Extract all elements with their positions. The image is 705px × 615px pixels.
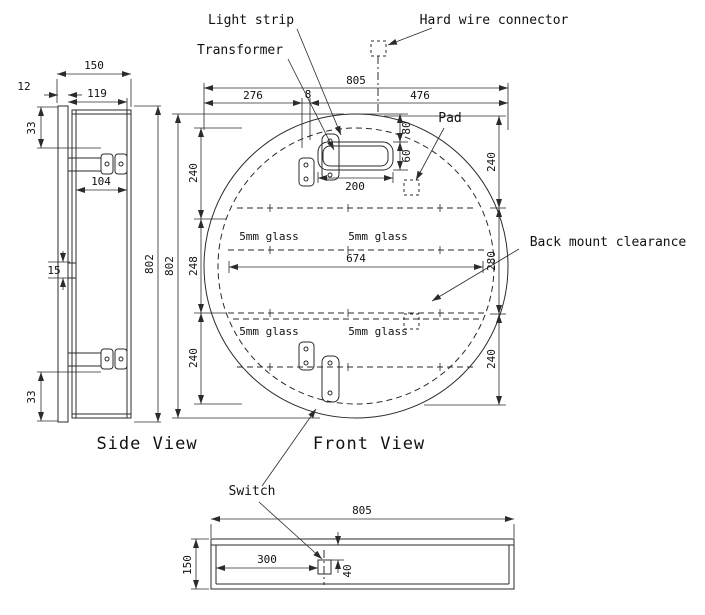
- glass-shelf-label-bottom-left: 5mm glass: [239, 325, 299, 338]
- hard-wire-connector-box: [370, 40, 387, 57]
- transformer-body: [317, 141, 394, 171]
- dim-side-hinge-plate: 104: [91, 175, 111, 188]
- dim-front-right-top: 240: [485, 152, 498, 172]
- dim-front-transformer-height: 60: [400, 149, 413, 162]
- dim-bottom-overall-width: 805: [352, 504, 372, 517]
- bottom-cabinet-outline: [210, 538, 515, 590]
- hard-wire-leader: [387, 27, 433, 46]
- dim-side-overall-height: 802: [143, 254, 156, 274]
- light-strip-leader: [296, 28, 342, 136]
- dim-front-overall-width: 805: [346, 74, 366, 87]
- dim-front-right-bottom: 240: [485, 349, 498, 369]
- dim-bottom-switch-offset-x: 300: [257, 553, 277, 566]
- front-view-title: Front View: [313, 434, 425, 454]
- dim-front-connector-drop: 80: [400, 121, 413, 134]
- dim-front-right-segment: 476: [410, 89, 430, 102]
- dim-side-overall-depth: 150: [84, 59, 104, 72]
- back-mount-clearance-circle: [217, 127, 495, 405]
- side-hinge-bottom: [68, 348, 128, 370]
- dim-front-left-segment: 276: [243, 89, 263, 102]
- front-hinge-left-top: [298, 157, 315, 187]
- light-strip-label: Light strip: [208, 13, 294, 28]
- dim-side-top-hinge-offset: 33: [25, 121, 38, 134]
- hard-wire-connector-label: Hard wire connector: [420, 13, 569, 28]
- switch-leader-bottom: [258, 501, 323, 560]
- dim-front-hinge-offset: 8: [305, 88, 312, 101]
- dim-front-overall-height: 802: [163, 256, 176, 276]
- pad-leader: [415, 127, 445, 181]
- mirror-outline: [203, 113, 509, 419]
- bottom-view-geometry: [210, 538, 515, 590]
- glass-shelf-label-top-left: 5mm glass: [239, 230, 299, 243]
- side-view-dimensions: [37, 71, 161, 423]
- front-hinge-bottom-center: [321, 355, 340, 403]
- transformer-label: Transformer: [197, 43, 283, 58]
- front-hinge-left-bottom: [298, 341, 315, 371]
- dim-bottom-switch-offset-y: 40: [341, 564, 354, 577]
- dim-bottom-overall-depth: 150: [181, 555, 194, 575]
- back-mount-leader: [431, 248, 520, 302]
- glass-shelf-label-bottom-right: 5mm glass: [348, 325, 408, 338]
- bottom-view-dimensions: [191, 516, 515, 590]
- leader-lines: [258, 27, 520, 560]
- dim-front-left-middle: 248: [187, 256, 200, 276]
- front-hinge-top-center: [321, 133, 340, 181]
- dim-front-transformer-width: 200: [345, 180, 365, 193]
- dim-side-bottom-hinge-offset: 33: [25, 390, 38, 403]
- pad-label: Pad: [438, 111, 461, 126]
- side-cabinet-body: [71, 109, 132, 419]
- dim-side-door-thickness: 12: [17, 80, 30, 93]
- shelf-pin-ticks: [269, 204, 441, 371]
- switch-label: Switch: [229, 484, 276, 499]
- switch-leader-front: [261, 408, 317, 487]
- dim-front-inner-width: 674: [346, 252, 366, 265]
- back-mount-clearance-label: Back mount clearance: [530, 235, 687, 250]
- side-view-title: Side View: [96, 434, 197, 454]
- glass-shelf-label-top-right: 5mm glass: [348, 230, 408, 243]
- transformer-leader: [287, 58, 335, 151]
- front-view-geometry: [203, 40, 509, 419]
- dim-side-mid-gap: 15: [47, 264, 60, 277]
- pad-marker-bottom: [403, 313, 420, 330]
- side-catch: [67, 262, 77, 279]
- dim-front-left-top: 240: [187, 163, 200, 183]
- side-view-geometry: [57, 105, 132, 423]
- dim-front-left-bottom: 240: [187, 348, 200, 368]
- dim-side-cabinet-depth: 119: [87, 87, 107, 100]
- front-view-dimensions: [172, 83, 509, 419]
- side-hinge-top: [68, 153, 128, 175]
- dim-front-right-middle: 280: [485, 251, 498, 271]
- pad-marker-top: [403, 179, 420, 196]
- glass-shelf-lines: [228, 207, 484, 368]
